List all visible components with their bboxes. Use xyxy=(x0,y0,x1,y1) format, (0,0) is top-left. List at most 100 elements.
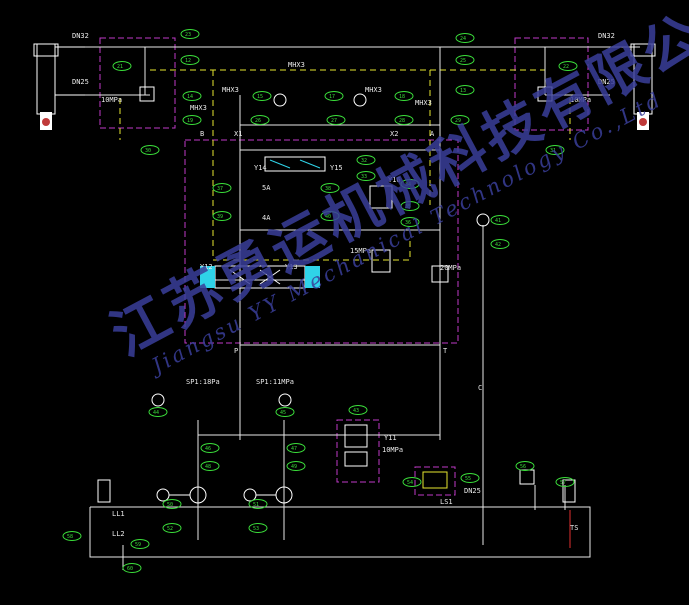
tag-oval xyxy=(200,461,220,471)
label-10mpa-b: 10MPa xyxy=(382,446,403,454)
tag-label: 18 xyxy=(399,94,405,100)
tag-label: 58 xyxy=(67,534,73,540)
label-pressure-left: 10MPa xyxy=(101,96,122,104)
tag-oval xyxy=(490,239,510,249)
label-5a: 5A xyxy=(262,184,271,192)
label-port-b: B xyxy=(200,130,204,138)
tag-oval xyxy=(275,407,295,417)
tag-oval xyxy=(182,115,202,125)
tag-oval xyxy=(250,115,270,125)
label-ts: TS xyxy=(570,524,578,532)
tag-label: 42 xyxy=(495,242,501,248)
tag-oval xyxy=(455,33,475,43)
tag-oval xyxy=(180,55,200,65)
label-dn-top-right: DN32 xyxy=(598,32,615,40)
label-port-a: A xyxy=(430,130,435,138)
tag-oval xyxy=(112,61,132,71)
main-manifold-box xyxy=(184,139,459,344)
label-ref-b: MHX3 xyxy=(222,86,239,94)
tag-label: 28 xyxy=(399,118,405,124)
tag-oval xyxy=(394,115,414,125)
label-port-t: T xyxy=(443,347,448,355)
tag-label: 27 xyxy=(331,118,337,124)
tag-label: 12 xyxy=(185,58,191,64)
tag-oval xyxy=(555,477,575,487)
tag-oval xyxy=(182,91,202,101)
left-cylinder xyxy=(33,43,85,130)
tag-oval xyxy=(162,523,182,533)
tag-oval xyxy=(286,443,306,453)
tag-label: 35 xyxy=(405,204,411,210)
tag-label: 48 xyxy=(205,464,211,470)
pilot-lines xyxy=(119,69,571,261)
tag-label: 34 xyxy=(405,182,411,188)
tag-label: 25 xyxy=(460,58,466,64)
tag-label: 24 xyxy=(460,36,466,42)
label-20mpa: 20MPa xyxy=(440,264,461,272)
tag-oval xyxy=(515,461,535,471)
component-boxes xyxy=(99,37,589,496)
tag-label: 51 xyxy=(253,502,259,508)
tag-label: 19 xyxy=(187,118,193,124)
label-ll2: LL2 xyxy=(112,530,125,538)
tag-label: 29 xyxy=(455,118,461,124)
relief-box xyxy=(336,419,380,483)
hydraulic-lines xyxy=(85,46,640,570)
label-port-p: P xyxy=(234,347,238,355)
label-pressure-right: 10MPa xyxy=(570,96,591,104)
tag-oval xyxy=(248,523,268,533)
tag-oval xyxy=(402,477,422,487)
tag-label: 60 xyxy=(127,566,133,572)
tag-oval xyxy=(200,443,220,453)
tag-oval xyxy=(252,91,272,101)
filter-box xyxy=(414,466,456,496)
tag-label: 17 xyxy=(329,94,335,100)
tag-label: 14 xyxy=(187,94,193,100)
tag-oval xyxy=(130,539,150,549)
tag-oval xyxy=(212,183,232,193)
tag-oval xyxy=(148,407,168,417)
tag-label: 56 xyxy=(520,464,526,470)
tag-oval xyxy=(356,155,376,165)
label-y11: Y11 xyxy=(384,434,397,442)
label-y12: Y12 xyxy=(200,263,213,271)
label-y15: Y15 xyxy=(330,164,343,172)
tag-oval xyxy=(356,171,376,181)
left-valve-box xyxy=(99,37,176,129)
tag-oval xyxy=(212,211,232,221)
tag-label: 44 xyxy=(153,410,159,416)
label-dn25-bottom: DN25 xyxy=(464,487,481,495)
label-y16: Y16 xyxy=(388,176,401,184)
label-dn-mid-left: DN25 xyxy=(72,78,89,86)
tag-oval xyxy=(400,179,420,189)
tag-oval xyxy=(62,531,82,541)
tag-oval xyxy=(400,217,420,227)
tag-oval xyxy=(140,145,160,155)
tag-oval xyxy=(490,215,510,225)
tag-label: 55 xyxy=(465,476,471,482)
tag-label: 15 xyxy=(257,94,263,100)
label-ref-a: MHX3 xyxy=(190,104,207,112)
label-pump-left: SP1:18Pa xyxy=(186,378,220,386)
tag-oval xyxy=(122,563,142,573)
tag-oval xyxy=(180,29,200,39)
tag-oval xyxy=(162,499,182,509)
tag-oval xyxy=(455,85,475,95)
tag-oval xyxy=(460,473,480,483)
tag-oval xyxy=(394,91,414,101)
tag-label: 23 xyxy=(185,32,191,38)
tag-label: 21 xyxy=(117,64,123,70)
tag-label: 30 xyxy=(145,148,151,154)
tag-label: 50 xyxy=(167,502,173,508)
tag-label: 49 xyxy=(291,464,297,470)
tag-label: 52 xyxy=(167,526,173,532)
tag-oval xyxy=(320,183,340,193)
tag-label: 59 xyxy=(135,542,141,548)
right-valve-box xyxy=(514,37,589,131)
label-4a: 4A xyxy=(262,214,271,222)
tag-label: 47 xyxy=(291,446,297,452)
tag-label: 36 xyxy=(405,220,411,226)
